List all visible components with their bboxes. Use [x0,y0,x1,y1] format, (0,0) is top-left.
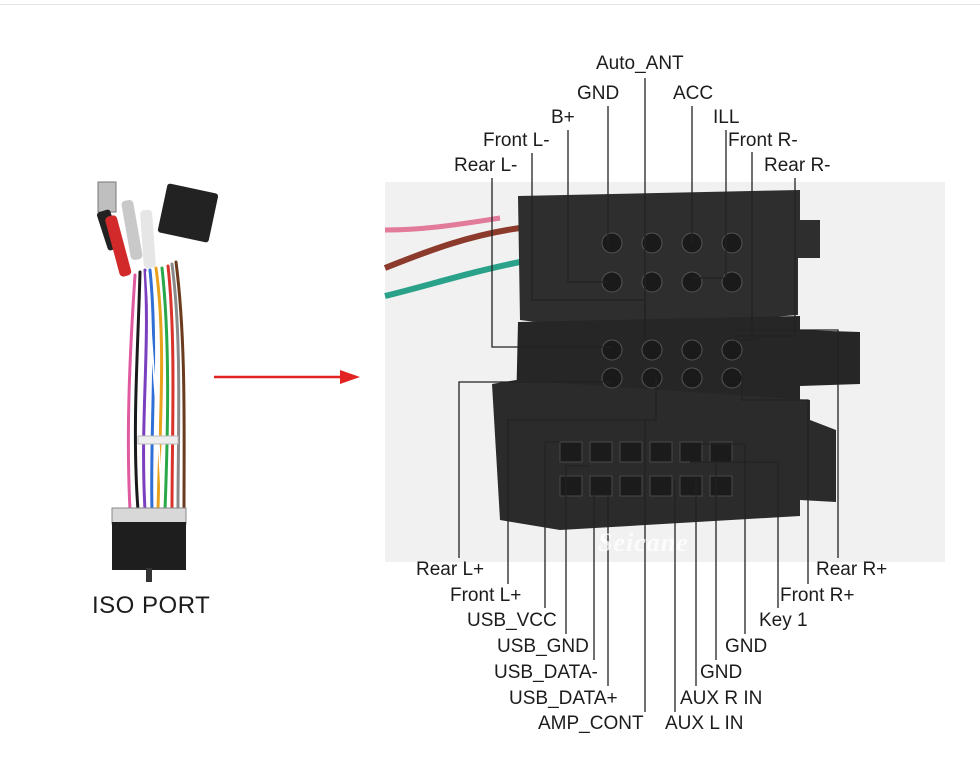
watermark-logo: Seicane [598,528,689,557]
label-front-r-minus: Front R- [728,130,798,151]
top-harness-connector [157,183,219,243]
label-acc: ACC [673,83,714,104]
label-usb-data-minus: USB_DATA- [494,662,598,683]
leader-lines-bottom [458,329,839,712]
leader-lines-top [491,78,796,348]
label-gnd-2: GND [700,662,743,683]
arrow-icon [214,370,360,384]
iso-plug-sleeve [111,507,187,525]
rca-plug-red [105,215,132,277]
usb-plug [97,181,117,213]
label-auto-ant: Auto_ANT [596,53,684,74]
label-key-1: Key 1 [759,610,808,631]
label-rear-r-minus: Rear R- [764,155,831,176]
label-gnd-1: GND [725,636,768,657]
label-usb-data-plus: USB_DATA+ [509,688,618,709]
label-front-l-minus: Front L- [483,130,550,151]
top-divider [0,4,980,5]
label-aux-r-in: AUX R IN [680,688,763,709]
label-rear-l-minus: Rear L- [454,155,518,176]
port-caption: ISO PORT [92,592,211,619]
harness-illustration [96,181,219,582]
label-gnd-top: GND [577,83,620,104]
iso-plug [112,522,186,570]
connector-photo [383,182,945,562]
label-usb-gnd: USB_GND [497,636,589,657]
rca-plug-white [121,200,143,260]
label-ill: ILL [713,107,740,128]
label-b-plus: B+ [551,107,575,128]
label-front-l-plus: Front L+ [450,585,522,606]
label-usb-vcc: USB_VCC [467,610,557,631]
label-aux-l-in: AUX L IN [665,713,744,734]
upper-connector-block [518,190,820,330]
label-rear-r-plus: Rear R+ [816,559,888,580]
label-rear-l-plus: Rear L+ [416,559,485,580]
label-front-r-plus: Front R+ [780,585,855,606]
label-amp-cont: AMP_CONT [538,713,644,734]
